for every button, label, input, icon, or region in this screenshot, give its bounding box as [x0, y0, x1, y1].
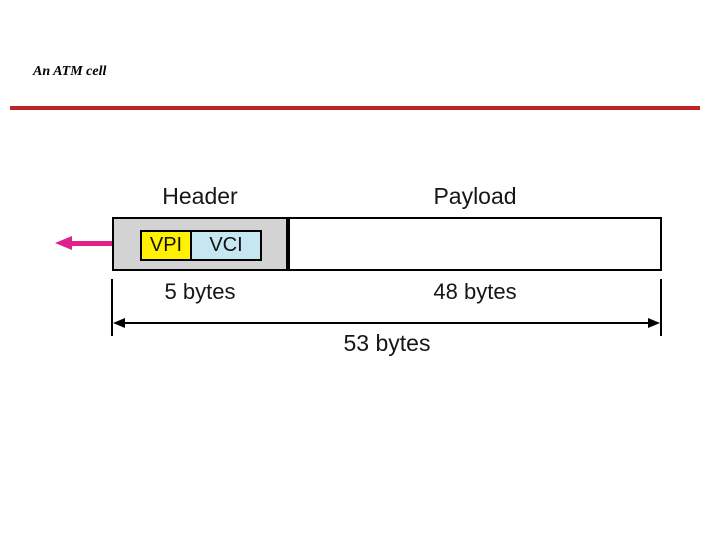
payload-section-label: Payload	[433, 183, 517, 209]
header-section-label: Header	[162, 183, 238, 209]
vpi-field-box: VPI	[140, 230, 192, 261]
dimension-tick-left	[111, 279, 113, 336]
total-dimension-arrow-line	[117, 322, 657, 324]
transmit-arrow-left-icon	[55, 236, 72, 250]
payload-size-label: 48 bytes	[433, 279, 517, 304]
slide-title: An ATM cell	[33, 64, 107, 79]
title-divider-rule	[10, 106, 700, 110]
dimension-tick-right	[660, 279, 662, 336]
header-size-label: 5 bytes	[164, 279, 236, 304]
vci-field-box: VCI	[190, 230, 262, 261]
transmit-arrow-shaft	[70, 241, 112, 246]
payload-box	[288, 217, 662, 271]
total-size-label: 53 bytes	[343, 330, 431, 356]
total-dimension-arrowhead-right-icon	[648, 318, 660, 328]
total-dimension-arrowhead-left-icon	[113, 318, 125, 328]
